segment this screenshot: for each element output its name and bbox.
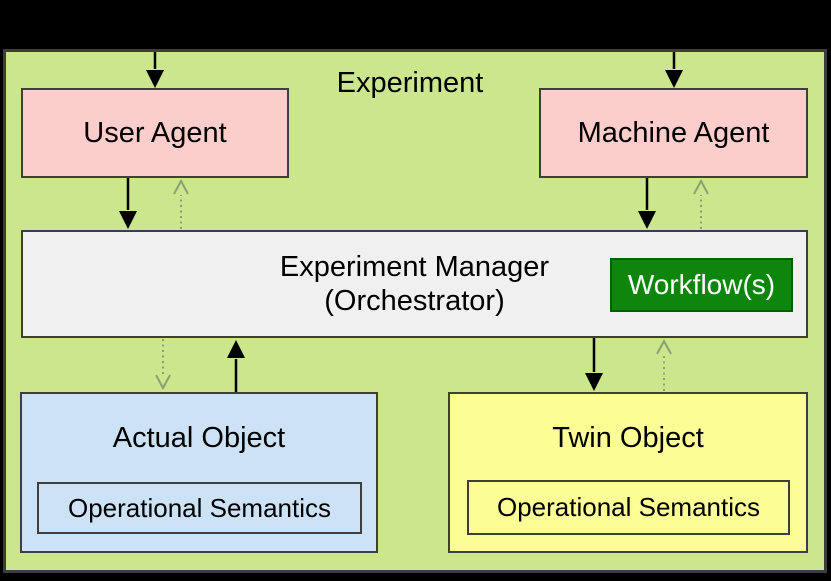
twin-operational-semantics-label: Operational Semantics [496,492,761,522]
user-agent-label: User Agent [83,116,227,149]
user-agent-box: User Agent [21,88,289,178]
machine-agent-box: Machine Agent [539,88,808,178]
twin-object-box: Twin Object Operational Semantics [448,392,808,553]
machine-agent-label: Machine Agent [577,116,770,149]
experiment-title: Experiment [336,67,484,99]
workflow-label: Workflow(s) [627,269,776,300]
actual-operational-semantics-label: Operational Semantics [67,492,332,523]
workflow-box: Workflow(s) [610,258,793,312]
actual-object-box: Actual Object Operational Semantics [20,392,378,553]
actual-operational-semantics-box: Operational Semantics [37,482,362,534]
twin-object-label: Twin Object [552,422,704,454]
twin-operational-semantics-box: Operational Semantics [467,480,790,535]
experiment-manager-label-line1: Experiment Manager [279,251,550,283]
experiment-manager-box: Experiment Manager (Orchestrator) Workfl… [21,230,808,338]
actual-object-label: Actual Object [112,422,286,454]
experiment-manager-label-line2: (Orchestrator) [324,285,505,317]
